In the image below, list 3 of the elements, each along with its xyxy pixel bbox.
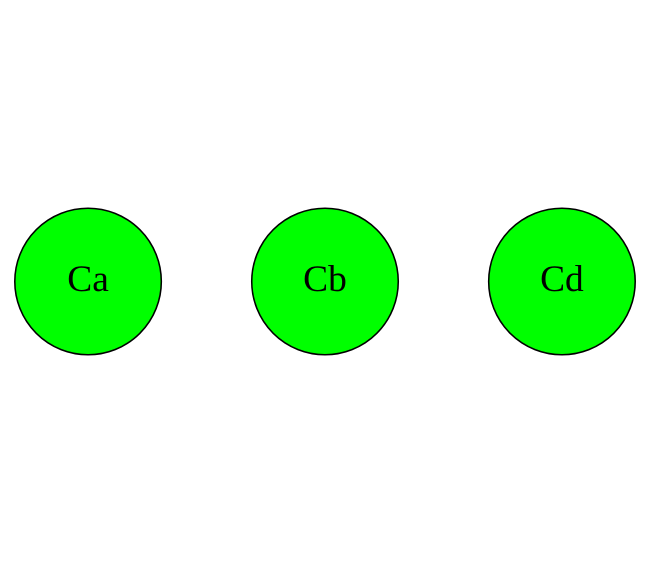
node-circle: Cd [488,206,636,356]
node-circle: Ca [14,206,162,356]
node-circle: Cb [250,206,400,356]
